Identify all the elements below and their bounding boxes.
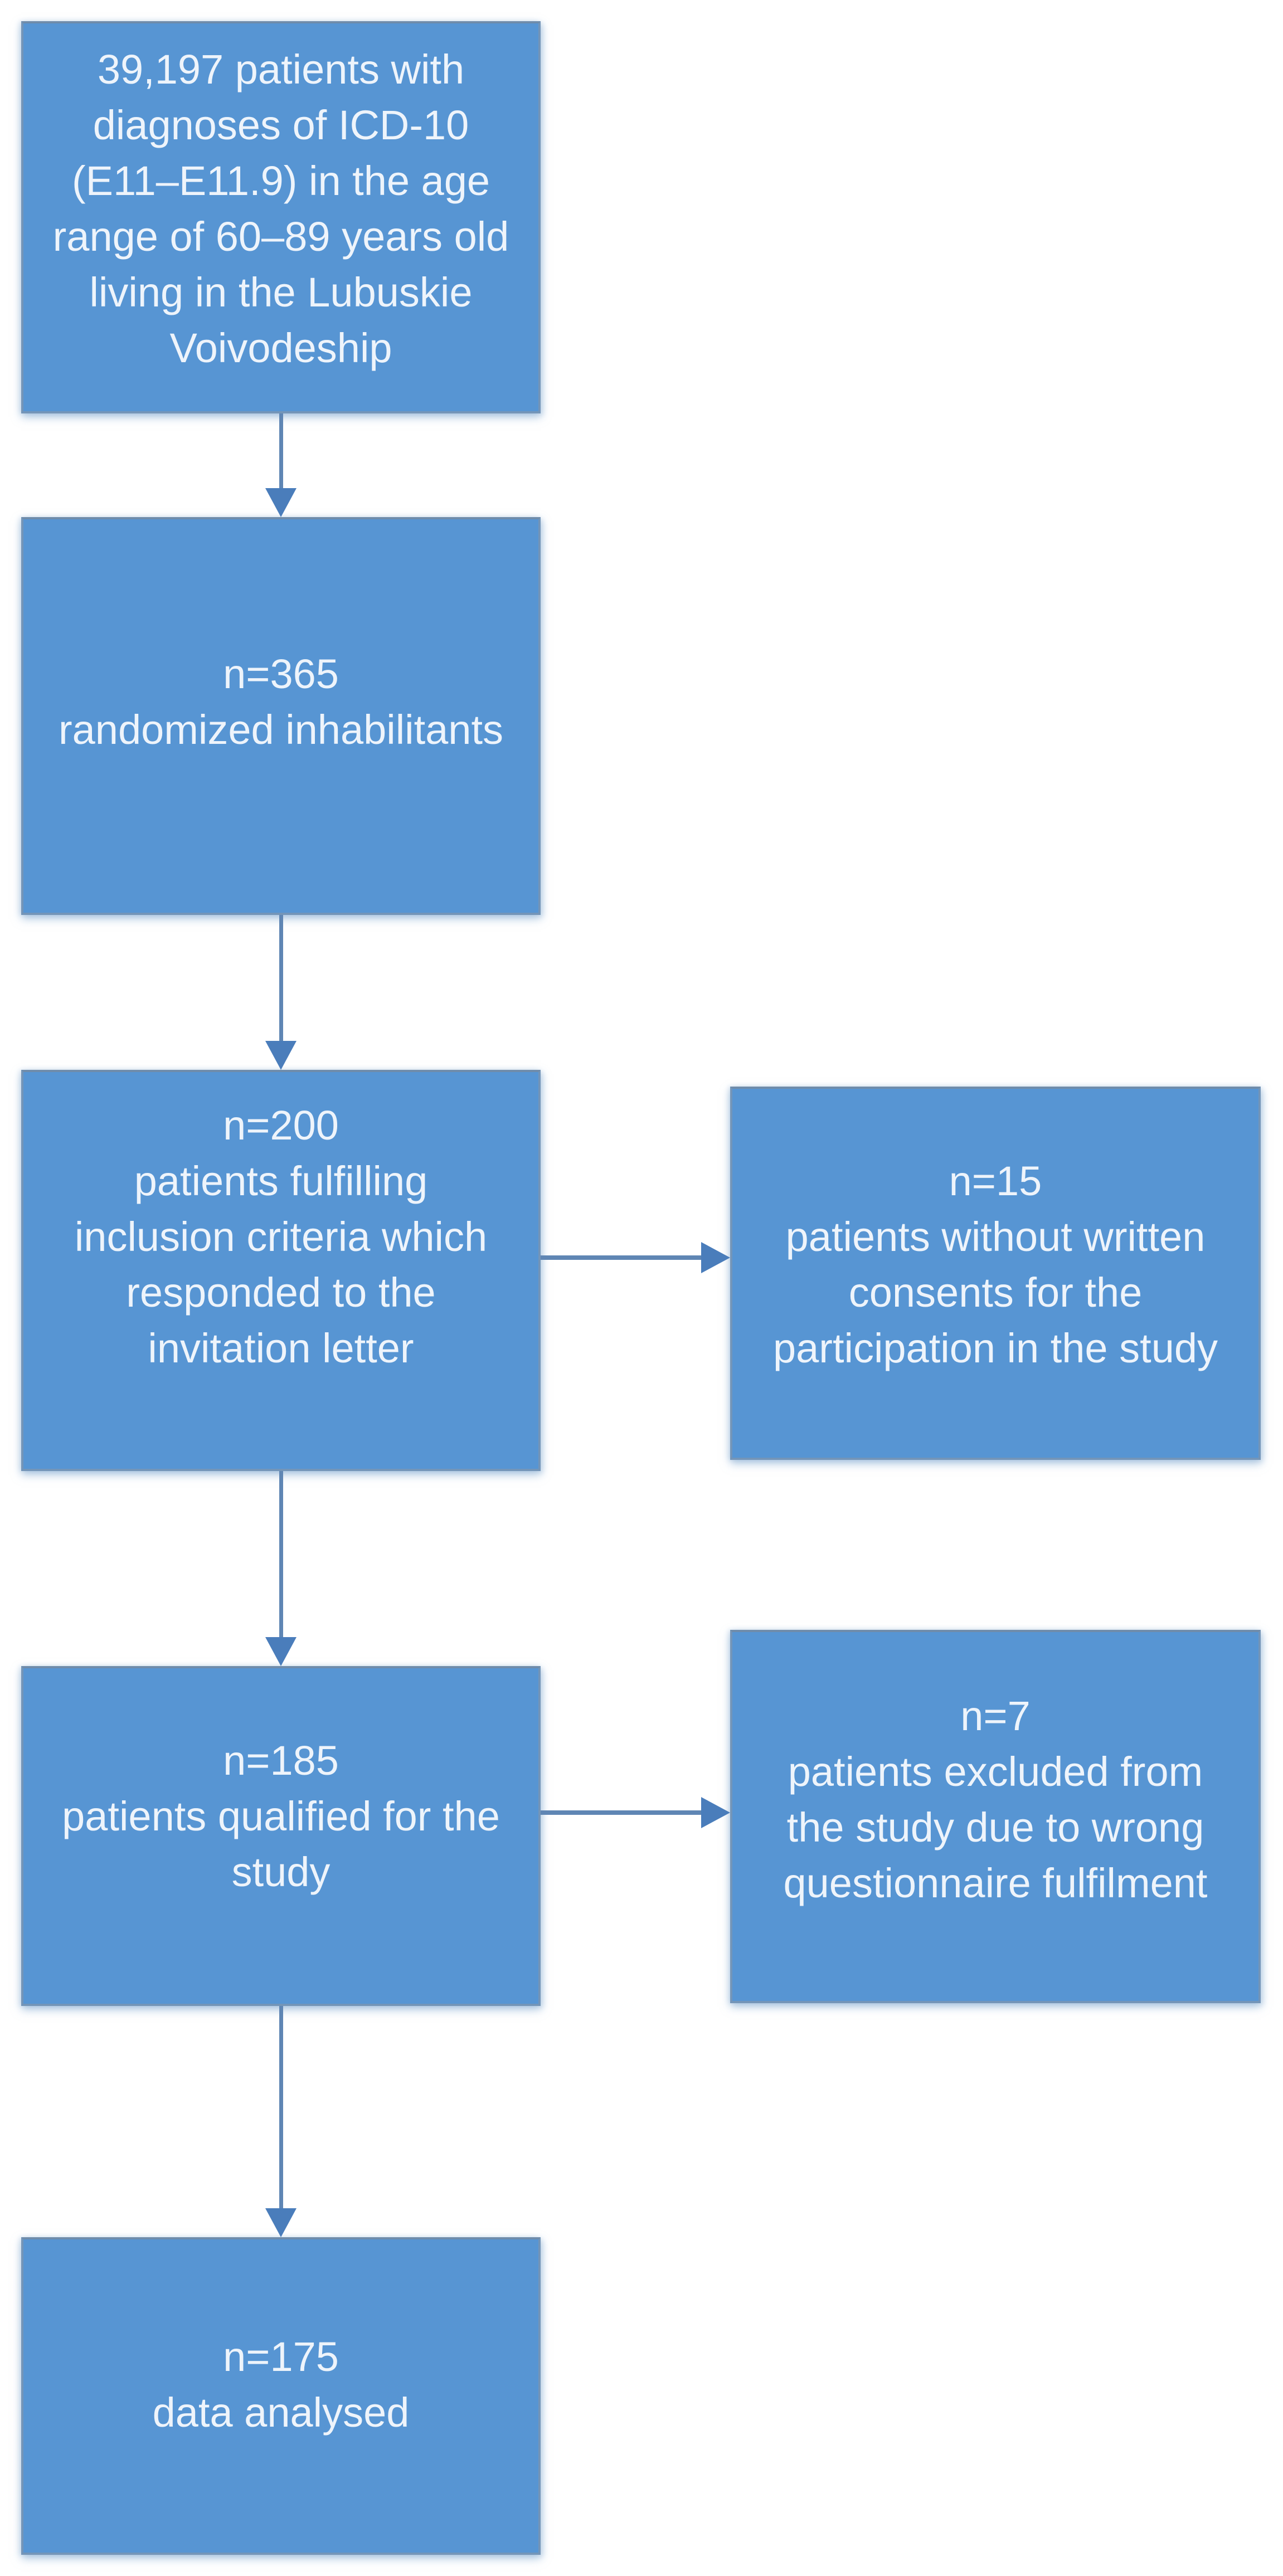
arrow-down-icon	[265, 488, 297, 517]
arrow-responded-to-qualified	[279, 1471, 283, 1637]
flow-box-excluded: n=7 patients excluded from the study due…	[730, 1630, 1261, 2003]
flow-box-responded-text: n=200 patients fulfilling inclusion crit…	[74, 1102, 488, 1371]
flow-box-randomized-text: n=365 randomized inhabilitants	[58, 651, 504, 753]
arrow-down-icon	[265, 2208, 297, 2237]
arrow-responded-to-no-consent	[541, 1255, 701, 1260]
arrow-qualified-to-excluded	[541, 1810, 701, 1815]
flow-box-qualified-text: n=185 patients qualified for the study	[62, 1737, 500, 1895]
flow-box-no-consent-text: n=15 patients without written consents f…	[772, 1158, 1218, 1371]
arrow-right-icon	[701, 1242, 730, 1273]
flow-box-no-consent: n=15 patients without written consents f…	[730, 1087, 1261, 1460]
arrow-qualified-to-analysed	[279, 2006, 283, 2208]
flow-box-responded: n=200 patients fulfilling inclusion crit…	[21, 1070, 541, 1471]
arrow-population-to-randomized	[279, 413, 283, 488]
arrow-down-icon	[265, 1041, 297, 1070]
arrow-down-icon	[265, 1637, 297, 1666]
arrow-right-icon	[701, 1797, 730, 1828]
flow-box-analysed-text: n=175 data analysed	[152, 2334, 410, 2436]
flow-box-population: 39,197 patients with diagnoses of ICD-10…	[21, 21, 541, 413]
flow-box-population-text: 39,197 patients with diagnoses of ICD-10…	[52, 46, 509, 371]
flow-box-analysed: n=175 data analysed	[21, 2237, 541, 2555]
flow-box-qualified: n=185 patients qualified for the study	[21, 1666, 541, 2006]
arrow-randomized-to-responded	[279, 915, 283, 1041]
flow-box-excluded-text: n=7 patients excluded from the study due…	[783, 1693, 1208, 1906]
flow-box-randomized: n=365 randomized inhabilitants	[21, 517, 541, 915]
